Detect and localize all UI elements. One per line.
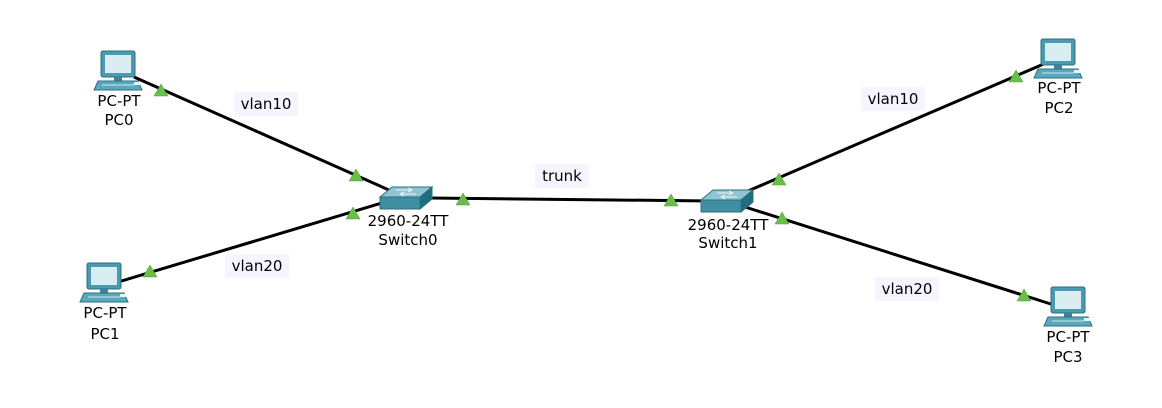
port-status-triangle-icon [774,211,790,225]
port-status-triangle-icon [153,83,169,97]
device-model-label: PC-PT [97,92,141,110]
device-name-label: Switch0 [378,231,437,249]
device-switch0[interactable]: 2960-24TT Switch0 [368,186,450,249]
link-label-pc0-switch0: vlan10 [234,92,298,116]
device-name-label: PC1 [90,325,119,343]
switch-icon [700,189,754,213]
port-status-triangle-icon [771,172,787,186]
port-status-triangle-icon [1008,69,1024,83]
device-model-label: PC-PT [1037,79,1081,97]
link-pc1-switch0[interactable] [117,198,393,284]
link-label-pc2-switch1: vlan10 [861,87,925,111]
device-model-label: 2960-24TT [688,216,770,234]
port-status-triangle-icon [142,264,158,278]
link-pc3-switch1[interactable] [741,204,1055,307]
pc-icon [93,50,143,91]
pc-icon [1043,286,1093,327]
device-model-label: PC-PT [83,304,127,322]
link-switch0-switch1[interactable] [429,196,713,203]
device-model-label: PC-PT [1046,328,1090,346]
switch-icon [379,186,433,210]
link-label-pc1-switch0: vlan20 [225,254,289,278]
device-pc3[interactable]: PC-PT PC3 [1043,286,1093,366]
port-status-triangle-icon [663,193,679,207]
link-label-text: vlan20 [232,257,283,275]
pc-icon [79,262,129,303]
link-label-pc3-switch1: vlan20 [875,277,939,301]
device-name-label: PC3 [1053,348,1082,366]
port-status-triangle-icon [345,206,361,220]
device-pc2[interactable]: PC-PT PC2 [1033,38,1083,117]
link-label-text: vlan10 [868,90,919,108]
link-label-switch0-switch1: trunk [535,164,589,188]
device-name-label: PC0 [104,111,133,129]
link-pc2-switch1[interactable] [747,61,1047,193]
link-label-text: vlan20 [882,280,933,298]
device-name-label: Switch1 [698,234,757,252]
device-pc0[interactable]: PC-PT PC0 [93,50,143,129]
device-name-label: PC2 [1044,99,1073,117]
port-status-triangle-icon [455,192,471,206]
link-label-text: trunk [542,167,582,185]
port-status-triangle-icon [348,168,364,182]
link-label-text: vlan10 [241,95,292,113]
device-model-label: 2960-24TT [368,212,450,230]
device-switch1[interactable]: 2960-24TT Switch1 [688,189,770,252]
port-status-triangle-icon [1016,288,1032,302]
device-pc1[interactable]: PC-PT PC1 [79,262,129,343]
pc-icon [1033,38,1083,79]
